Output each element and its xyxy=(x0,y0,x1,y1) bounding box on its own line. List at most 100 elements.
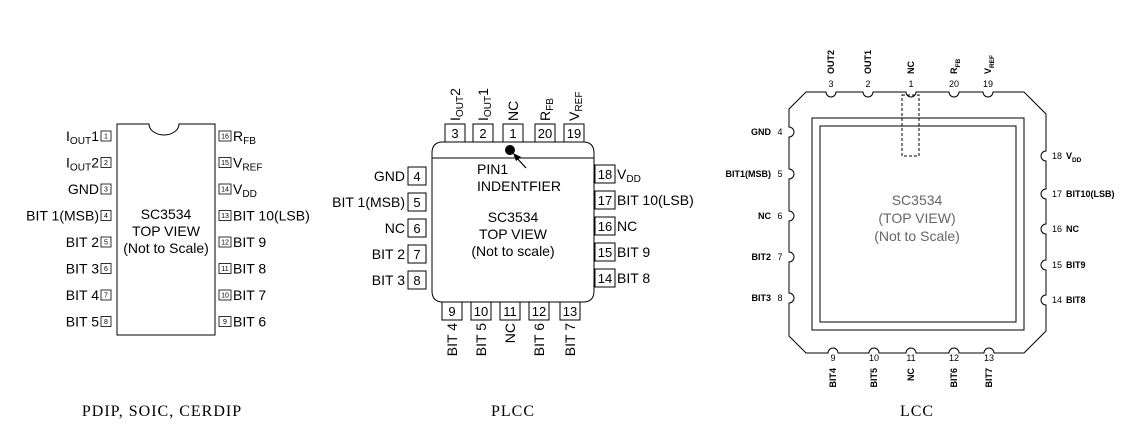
lcc-pin-label: BIT1(MSB) xyxy=(726,169,772,179)
lcc-pin-number: 4 xyxy=(777,127,782,137)
plcc-pin-number: 18 xyxy=(598,167,612,182)
pdip-pin-number: 9 xyxy=(223,319,227,326)
lcc-pin-number: 8 xyxy=(777,293,782,303)
plcc-package: PIN1 INDENTFIER 3IOUT22IOUT11NC20RFB19VR… xyxy=(332,88,694,420)
plcc-pin-number: 11 xyxy=(503,304,517,319)
lcc-pin-number: 11 xyxy=(906,353,915,363)
lcc-pin-number: 17 xyxy=(1052,189,1062,199)
plcc-pin-number: 6 xyxy=(413,221,420,236)
plcc-pin-number: 14 xyxy=(598,271,612,286)
plcc-pin-number: 13 xyxy=(563,304,577,319)
plcc-pin-box xyxy=(563,123,585,143)
plcc-pin-box xyxy=(407,166,427,186)
pdip-pin-box xyxy=(218,183,232,195)
pdip-pin-box xyxy=(100,157,112,168)
plcc-pin-label: NC xyxy=(385,220,405,236)
plcc-pin-label: IOUT2 xyxy=(447,88,466,121)
lcc-pin-number: 5 xyxy=(777,169,782,179)
plcc-pin-number: 7 xyxy=(413,247,420,262)
pdip-pin-label: VDD xyxy=(233,181,257,200)
plcc-pin1-arrowhead xyxy=(513,153,521,161)
lcc-pin-label: NC xyxy=(906,61,916,74)
lcc-caption: LCC xyxy=(900,403,934,420)
pdip-pin-box xyxy=(100,316,112,327)
pdip-pin-label: IOUT1 xyxy=(66,128,99,147)
pdip-pin-label: BIT 3 xyxy=(66,261,99,277)
lcc-center-line3: (Not to Scale) xyxy=(874,228,960,244)
plcc-pin-box xyxy=(528,301,550,321)
pdip-pin-number: 16 xyxy=(221,134,229,141)
plcc-pin-label: BIT 8 xyxy=(617,270,650,286)
pdip-pin-label: BIT 1(MSB) xyxy=(26,208,99,224)
plcc-pin-box xyxy=(444,123,466,143)
lcc-pin-number: 14 xyxy=(1052,295,1062,305)
lcc-outer-cavity xyxy=(811,117,1025,331)
lcc-pin-number: 20 xyxy=(949,79,959,89)
pdip-pin-box xyxy=(100,183,112,195)
pdip-pin-number: 13 xyxy=(221,213,229,220)
plcc-pin-number: 9 xyxy=(448,304,455,319)
plcc-center-line3: (Not to scale) xyxy=(471,243,554,259)
plcc-pin-number: 17 xyxy=(598,193,612,208)
plcc-pin-box xyxy=(594,268,616,288)
pdip-pin-number: 4 xyxy=(104,213,108,220)
plcc-pin-label: BIT 10(LSB) xyxy=(617,192,694,208)
plcc-pin1-note-line1: PIN1 xyxy=(477,161,508,177)
pdip-pin-box xyxy=(218,157,232,168)
plcc-pin-label: NC xyxy=(617,218,637,234)
pdip-pin-box xyxy=(218,289,232,301)
pdip-pin-label: BIT 7 xyxy=(233,287,266,303)
plcc-pin-number: 12 xyxy=(532,304,546,319)
lcc-pin-label: RFB xyxy=(949,59,962,74)
pdip-pin-label: BIT 5 xyxy=(66,314,99,330)
plcc-pin-label: RFB xyxy=(537,98,556,121)
plcc-pin-box xyxy=(594,164,616,184)
pdip-pin-label: BIT 2 xyxy=(66,234,99,250)
plcc-pin-box xyxy=(441,301,463,321)
plcc-caption: PLCC xyxy=(491,403,535,420)
lcc-pin-number: 6 xyxy=(777,211,782,221)
pdip-pin-label: BIT 6 xyxy=(233,314,266,330)
lcc-pin-number: 15 xyxy=(1052,260,1062,270)
plcc-pin-label: NC xyxy=(505,101,521,121)
pdip-pin-box xyxy=(100,130,112,142)
lcc-body xyxy=(788,91,1047,354)
plcc-pin-box xyxy=(594,242,616,262)
pdip-pin-label: GND xyxy=(68,181,99,197)
lcc-pin-number: 16 xyxy=(1052,224,1062,234)
pdip-pin-box xyxy=(218,236,232,248)
pdip-pin-box xyxy=(100,263,112,274)
lcc-pin-label: BIT5 xyxy=(869,368,879,388)
pdip-pin-label: BIT 8 xyxy=(233,261,266,277)
pdip-pin-box xyxy=(100,289,112,301)
plcc-pin-box xyxy=(502,123,524,143)
lcc-pin-label: NC xyxy=(906,368,916,381)
pdip-pin-number: 5 xyxy=(104,240,108,247)
plcc-pin-box xyxy=(594,216,616,236)
plcc-pin-number: 15 xyxy=(598,245,612,260)
pdip-body xyxy=(116,123,216,336)
plcc-pin-label: BIT 5 xyxy=(473,323,489,356)
lcc-center-line2: (TOP VIEW) xyxy=(878,210,955,226)
pdip-pin-number: 7 xyxy=(104,293,108,300)
pdip-center-line2: TOP VIEW xyxy=(132,223,201,239)
lcc-pin-number: 2 xyxy=(865,79,870,89)
plcc-center-line2: TOP VIEW xyxy=(479,226,548,242)
pdip-center-line1: SC3534 xyxy=(141,206,192,222)
plcc-pin-label: BIT 3 xyxy=(372,272,405,288)
pdip-pin-label: RFB xyxy=(233,128,256,147)
pdip-pin-box xyxy=(218,263,232,274)
lcc-pin-label: BIT4 xyxy=(828,368,838,388)
plcc-pin-number: 3 xyxy=(451,126,458,141)
lcc-pin-label: VREF xyxy=(983,55,996,74)
plcc-pin-number: 10 xyxy=(474,304,488,319)
lcc-pin-number: 13 xyxy=(984,353,994,363)
plcc-pin-label: BIT 7 xyxy=(562,323,578,356)
